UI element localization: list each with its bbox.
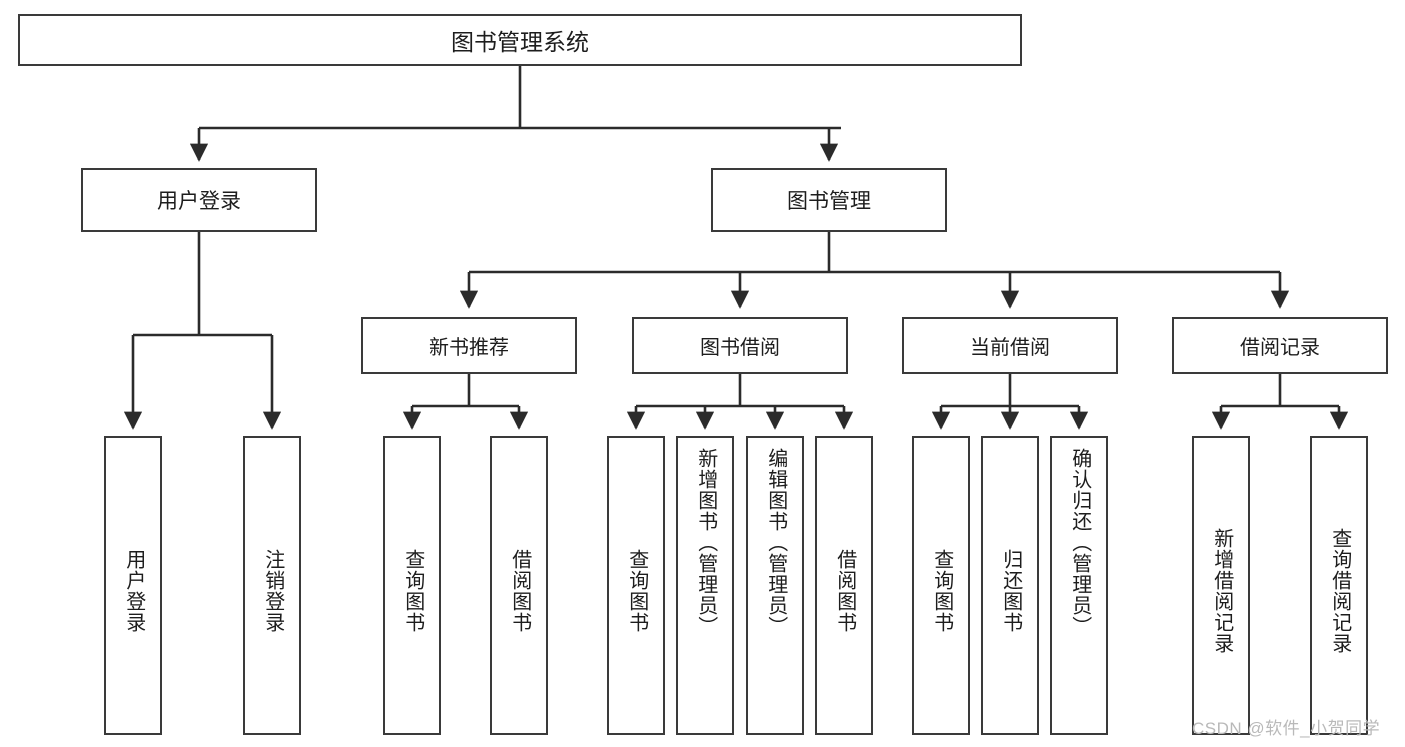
leaf-newbook-borrow-book[interactable]: 借阅图书 [490, 436, 548, 735]
leaf-borrow-add-book-admin-label: 新增图书（管理员） [694, 448, 717, 637]
leaf-record-query-record[interactable]: 查询借阅记录 [1310, 436, 1368, 735]
node-root-label: 图书管理系统 [451, 29, 589, 55]
leaf-user-login[interactable]: 用户登录 [104, 436, 162, 735]
leaf-current-query-book-label: 查询图书 [930, 548, 953, 633]
leaf-borrow-borrow-book[interactable]: 借阅图书 [815, 436, 873, 735]
node-root[interactable]: 图书管理系统 [18, 14, 1022, 66]
leaf-user-logout[interactable]: 注销登录 [243, 436, 301, 735]
leaf-current-confirm-return-admin[interactable]: 确认归还（管理员） [1050, 436, 1108, 735]
node-book-management[interactable]: 图书管理 [711, 168, 947, 232]
watermark-text: CSDN @软件_小贺同学 [1192, 719, 1381, 738]
leaf-borrow-add-book-admin[interactable]: 新增图书（管理员） [676, 436, 734, 735]
leaf-borrow-edit-book-admin-label: 编辑图书（管理员） [764, 448, 787, 637]
node-new-book-recommend[interactable]: 新书推荐 [361, 317, 577, 374]
node-user-login[interactable]: 用户登录 [81, 168, 317, 232]
node-current-borrow-label: 当前借阅 [970, 337, 1050, 359]
leaf-newbook-query-book[interactable]: 查询图书 [383, 436, 441, 735]
leaf-user-logout-label: 注销登录 [261, 548, 284, 633]
leaf-borrow-query-book-label: 查询图书 [625, 548, 648, 633]
node-borrow-record[interactable]: 借阅记录 [1172, 317, 1388, 374]
leaf-record-add-record-label: 新增借阅记录 [1210, 527, 1233, 654]
leaf-record-add-record[interactable]: 新增借阅记录 [1192, 436, 1250, 735]
leaf-newbook-query-book-label: 查询图书 [401, 548, 424, 633]
leaf-current-query-book[interactable]: 查询图书 [912, 436, 970, 735]
node-book-borrow[interactable]: 图书借阅 [632, 317, 848, 374]
leaf-newbook-borrow-book-label: 借阅图书 [508, 548, 531, 633]
node-borrow-record-label: 借阅记录 [1240, 337, 1320, 359]
leaf-current-confirm-return-admin-label: 确认归还（管理员） [1068, 448, 1091, 637]
leaf-record-query-record-label: 查询借阅记录 [1328, 527, 1351, 654]
node-new-book-recommend-label: 新书推荐 [429, 337, 509, 359]
leaf-borrow-borrow-book-label: 借阅图书 [833, 548, 856, 633]
leaf-current-return-book[interactable]: 归还图书 [981, 436, 1039, 735]
leaf-current-return-book-label: 归还图书 [999, 548, 1022, 633]
node-user-login-label: 用户登录 [157, 190, 241, 213]
node-book-management-label: 图书管理 [787, 190, 871, 213]
leaf-borrow-edit-book-admin[interactable]: 编辑图书（管理员） [746, 436, 804, 735]
node-current-borrow[interactable]: 当前借阅 [902, 317, 1118, 374]
leaf-borrow-query-book[interactable]: 查询图书 [607, 436, 665, 735]
node-book-borrow-label: 图书借阅 [700, 337, 780, 359]
leaf-user-login-label: 用户登录 [122, 548, 145, 633]
